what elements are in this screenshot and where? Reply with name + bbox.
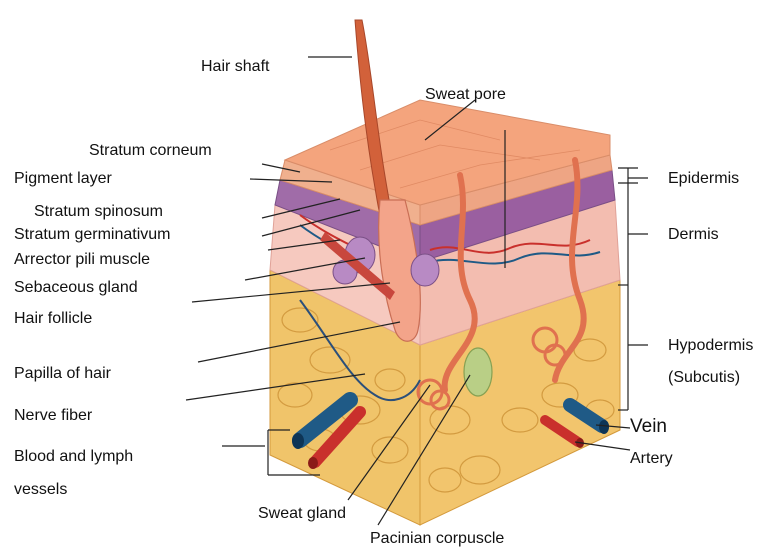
label-nerve-fiber: Nerve fiber bbox=[14, 407, 92, 425]
label-epidermis: Epidermis bbox=[668, 170, 739, 188]
label-blood-lymph-line1: Blood and lymph bbox=[14, 448, 133, 466]
label-stratum-spinosum: Stratum spinosum bbox=[34, 203, 163, 221]
label-sweat-gland: Sweat gland bbox=[258, 505, 346, 523]
label-hypodermis: Hypodermis bbox=[668, 337, 753, 355]
label-sebaceous-gland: Sebaceous gland bbox=[14, 279, 138, 297]
label-blood-lymph-line2: vessels bbox=[14, 481, 67, 499]
label-pigment-layer: Pigment layer bbox=[14, 170, 112, 188]
label-sweat-pore: Sweat pore bbox=[425, 86, 506, 104]
label-artery: Artery bbox=[630, 450, 673, 468]
label-hair-shaft: Hair shaft bbox=[201, 58, 269, 76]
label-vein: Vein bbox=[630, 418, 667, 436]
label-pacinian-corpuscle: Pacinian corpuscle bbox=[370, 530, 504, 548]
label-dermis: Dermis bbox=[668, 226, 719, 244]
label-arrector-pili: Arrector pili muscle bbox=[14, 251, 150, 269]
label-papilla-of-hair: Papilla of hair bbox=[14, 365, 111, 383]
label-hair-follicle: Hair follicle bbox=[14, 310, 92, 328]
pacinian-corpuscle-shape bbox=[464, 348, 492, 396]
label-stratum-germinativum: Stratum germinativum bbox=[14, 226, 171, 244]
label-subcutis: (Subcutis) bbox=[668, 369, 740, 387]
label-stratum-corneum: Stratum corneum bbox=[89, 142, 212, 160]
